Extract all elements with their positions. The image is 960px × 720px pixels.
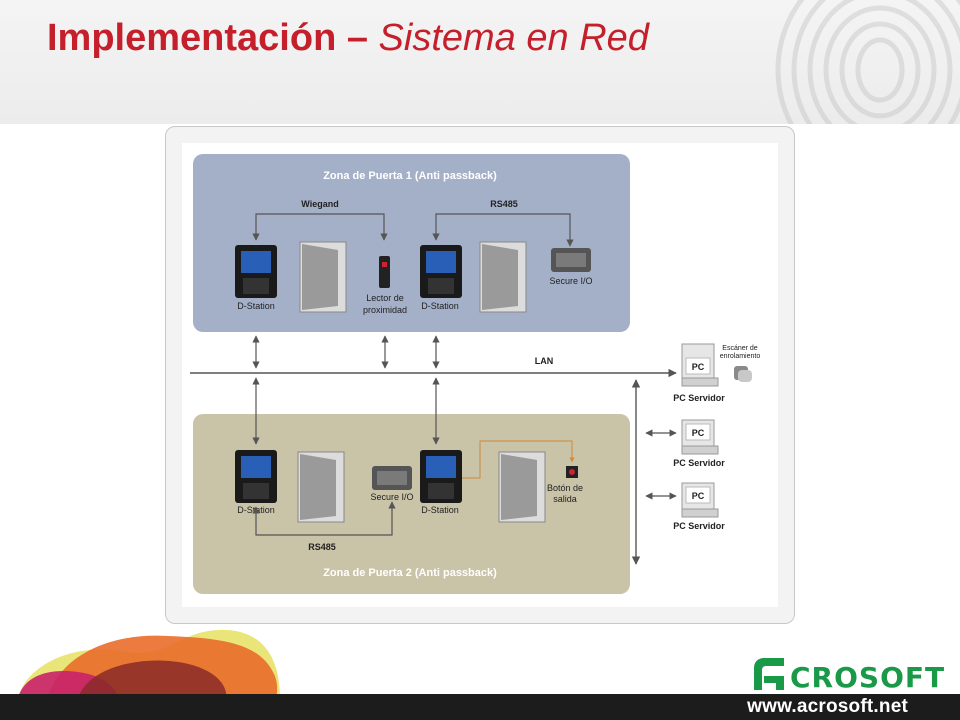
rs485-bus-zone2-line [252,501,396,536]
enrollment-scanner-icon [734,366,752,382]
footer-bar: www.acrosoft.net [0,694,960,720]
pc-screen-label-3: PC [692,491,705,501]
pc-screen-label-2: PC [692,428,705,438]
pc-screen-label-1: PC [692,362,705,372]
exit-button-device [566,466,578,478]
rs485-bus-zone1-line [432,213,574,247]
zone1-title: Zona de Puerta 1 (Anti passback) [323,170,497,182]
d-station-label-4: D-Station [421,505,459,515]
d-station-device-1 [235,245,277,298]
wiegand-bus-line [252,213,388,241]
exit-button-wire [462,440,575,479]
pc-server-label-3: PC Servidor [673,521,725,531]
door-icon-2 [479,241,527,313]
rs485-zone2-label: RS485 [308,542,336,552]
slide-title: Implementación – Sistema en Red [47,12,687,64]
secure-io-label-2: Secure I/O [370,492,413,502]
door-icon-1 [299,241,347,313]
scanner-label-2: enrolamiento [720,353,761,360]
secure-io-label-1: Secure I/O [549,276,592,286]
fingerprint-watermark [775,0,960,124]
secure-io-device-1 [551,248,591,272]
scanner-label-1: Escáner de [722,345,758,352]
slide-title-italic: Sistema en Red [378,17,649,59]
zone2-title: Zona de Puerta 2 (Anti passback) [323,567,497,579]
header-band: Implementación – Sistema en Red [0,0,960,124]
proximity-reader-label-1: Lector de [366,293,404,303]
brand-name: CROSOFT [790,661,946,694]
pc-server-icon-3 [681,482,719,518]
pc-server-label-1: PC Servidor [673,393,725,403]
d-station-label-1: D-Station [237,301,275,311]
d-station-device-2 [420,245,462,298]
footer-url[interactable]: www.acrosoft.net [747,696,908,717]
d-station-label-2: D-Station [421,301,459,311]
lan-label: LAN [535,356,554,366]
decorative-blobs [18,629,280,698]
d-station-device-3 [235,450,277,503]
d-station-device-4 [420,450,462,503]
exit-button-label-1: Botón de [547,483,583,493]
pc-server-label-2: PC Servidor [673,458,725,468]
proximity-reader-label-2: proximidad [363,305,407,315]
proximity-reader-device [379,256,390,288]
slide-title-bold: Implementación – [47,17,379,59]
door-icon-3 [297,451,345,523]
door-icon-4 [498,451,546,523]
secure-io-device-2 [372,466,412,490]
acrosoft-logo-icon [754,658,784,690]
wiegand-label: Wiegand [301,199,338,209]
pc-server-icon-1 [681,343,719,387]
exit-button-label-2: salida [553,494,577,504]
rs485-zone1-label: RS485 [490,199,518,209]
pc-server-icon-2 [681,419,719,455]
